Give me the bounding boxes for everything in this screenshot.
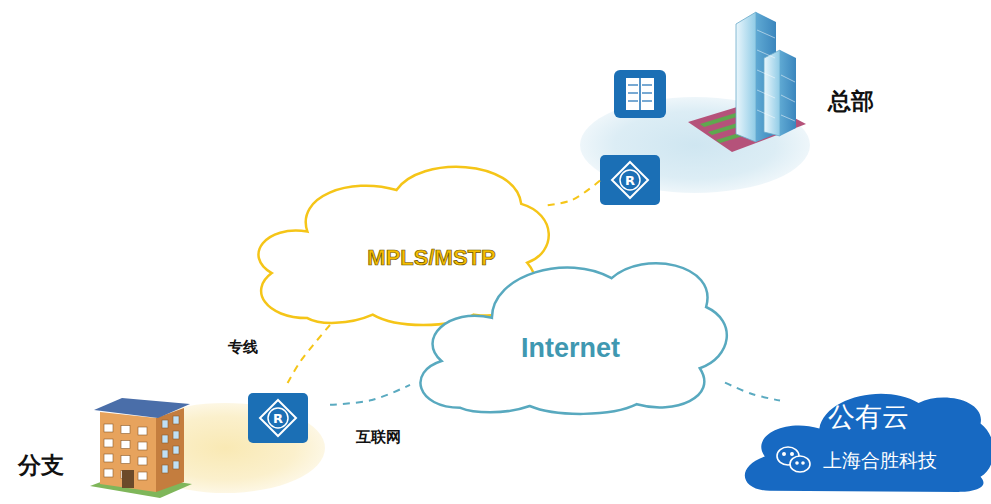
router-letter: R bbox=[625, 173, 635, 188]
node-label: 分支 bbox=[18, 450, 64, 481]
router-icon bbox=[600, 155, 660, 205]
label-holder: R bbox=[600, 155, 660, 205]
node-label: MPLS/MSTP bbox=[367, 245, 495, 271]
link-label: 专线 bbox=[226, 338, 260, 357]
cloud-shape bbox=[745, 394, 991, 492]
label-holder: 专线 bbox=[226, 338, 260, 357]
dashed-link bbox=[285, 325, 330, 388]
hq-building bbox=[688, 12, 806, 152]
cloud-shape bbox=[420, 263, 726, 414]
watermark: 上海合胜科技 bbox=[823, 448, 937, 474]
dashed-link bbox=[330, 385, 410, 405]
branch-building bbox=[90, 398, 192, 498]
server-icon bbox=[614, 70, 666, 118]
region-outline bbox=[15, 388, 330, 500]
site-region: 总部 bbox=[600, 0, 900, 215]
label-holder: 上海合胜科技 bbox=[815, 448, 945, 474]
network-cloud: MPLS/MSTP bbox=[248, 152, 545, 325]
dashed-link bbox=[545, 181, 600, 206]
label-holder: R bbox=[248, 393, 308, 443]
router-letter: R bbox=[273, 411, 283, 426]
label-holder: 互联网 bbox=[354, 428, 403, 447]
site-region: 分支 bbox=[15, 388, 330, 500]
node-label: 公有云 bbox=[828, 399, 909, 435]
dashed-link bbox=[725, 383, 780, 401]
router-icon bbox=[248, 393, 308, 443]
node-label: Internet bbox=[521, 333, 620, 364]
public-cloud: 公有云 bbox=[780, 365, 988, 492]
region-ellipse bbox=[580, 97, 810, 193]
node-label: 总部 bbox=[828, 86, 874, 117]
link-label: 互联网 bbox=[354, 428, 403, 447]
cloud-outline bbox=[248, 152, 545, 325]
region-ellipse bbox=[125, 403, 325, 493]
